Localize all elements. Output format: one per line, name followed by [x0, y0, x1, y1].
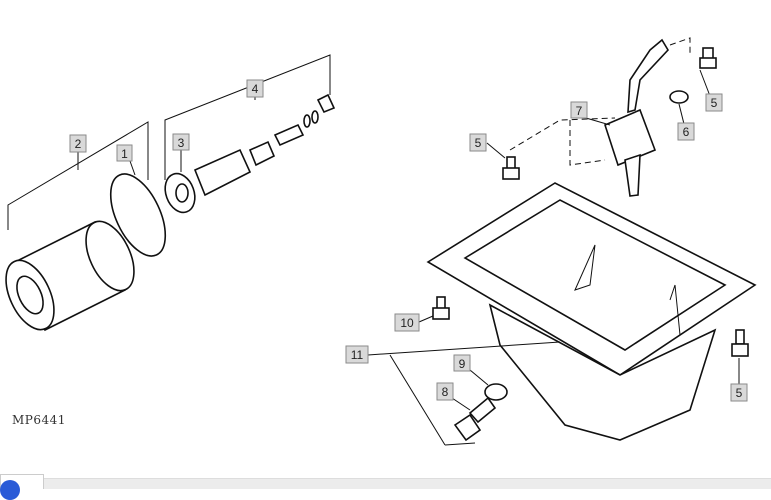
callout-2[interactable]: 2	[69, 134, 87, 153]
relief-valve-assembly	[193, 93, 336, 197]
svg-text:1: 1	[121, 147, 128, 161]
callout-10[interactable]: 10	[394, 313, 420, 332]
callout-1[interactable]: 1	[116, 144, 133, 162]
bolt	[699, 47, 717, 69]
svg-text:4: 4	[252, 82, 259, 96]
bolt	[502, 156, 520, 180]
callout-11[interactable]: 11	[345, 345, 369, 364]
filter-adapter	[164, 172, 196, 214]
svg-text:5: 5	[711, 96, 718, 110]
svg-text:7: 7	[576, 104, 583, 118]
app-icon[interactable]	[0, 480, 20, 500]
svg-text:11: 11	[351, 348, 364, 362]
bottom-bar	[0, 478, 771, 489]
svg-text:5: 5	[736, 386, 743, 400]
oil-pan	[426, 182, 757, 441]
filter-gasket	[109, 173, 167, 257]
figure-id: MP6441	[12, 413, 66, 427]
svg-text:10: 10	[400, 316, 414, 330]
svg-text:2: 2	[75, 137, 82, 151]
drain-washer	[484, 383, 508, 401]
callout-8[interactable]: 8	[436, 382, 454, 401]
callout-9[interactable]: 9	[453, 354, 471, 372]
callout-4[interactable]: 4	[246, 79, 264, 98]
callout-5-top[interactable]: 5	[705, 93, 723, 112]
callout-3[interactable]: 3	[172, 133, 190, 151]
svg-text:6: 6	[683, 125, 690, 139]
bolt	[432, 296, 450, 320]
parts-diagram: 1 2 3 4 5 5 5 6 7 8 9 10 11	[5, 37, 757, 446]
oil-filter	[5, 220, 135, 332]
callout-6[interactable]: 6	[677, 122, 695, 141]
svg-text:8: 8	[442, 385, 449, 399]
callout-7[interactable]: 7	[570, 101, 588, 119]
svg-text:3: 3	[178, 136, 185, 150]
bolt	[731, 329, 749, 357]
leader-lines	[129, 69, 740, 446]
callout-5-left[interactable]: 5	[469, 133, 487, 152]
drain-plug	[453, 396, 497, 442]
callout-5-bottom[interactable]: 5	[730, 383, 748, 402]
svg-text:9: 9	[459, 357, 466, 371]
dipstick-tube	[604, 38, 689, 197]
svg-text:5: 5	[475, 136, 482, 150]
